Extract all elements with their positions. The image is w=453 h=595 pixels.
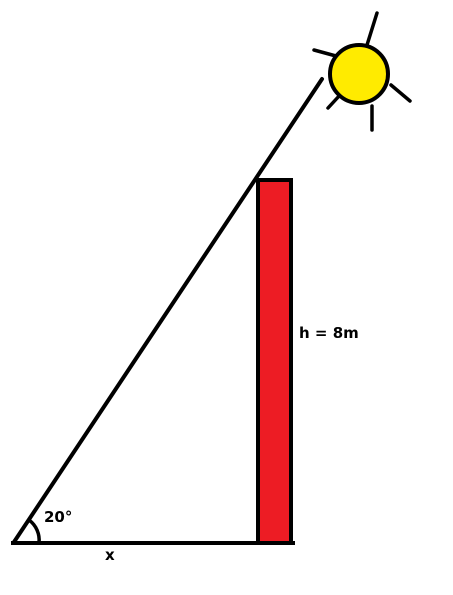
base-label: x <box>105 546 115 564</box>
sun-ray-right <box>389 83 412 103</box>
height-label: h = 8m <box>299 324 359 342</box>
sun-ray-lower-left <box>326 93 342 110</box>
angle-arc <box>27 518 41 544</box>
sun-ray-left <box>312 48 338 58</box>
sun-ray-top <box>365 11 379 47</box>
angle-label: 20° <box>44 508 72 526</box>
hypotenuse-line <box>12 77 324 544</box>
pole-rectangle <box>256 178 293 545</box>
sun-rays <box>312 11 412 132</box>
sun-icon <box>328 43 390 105</box>
